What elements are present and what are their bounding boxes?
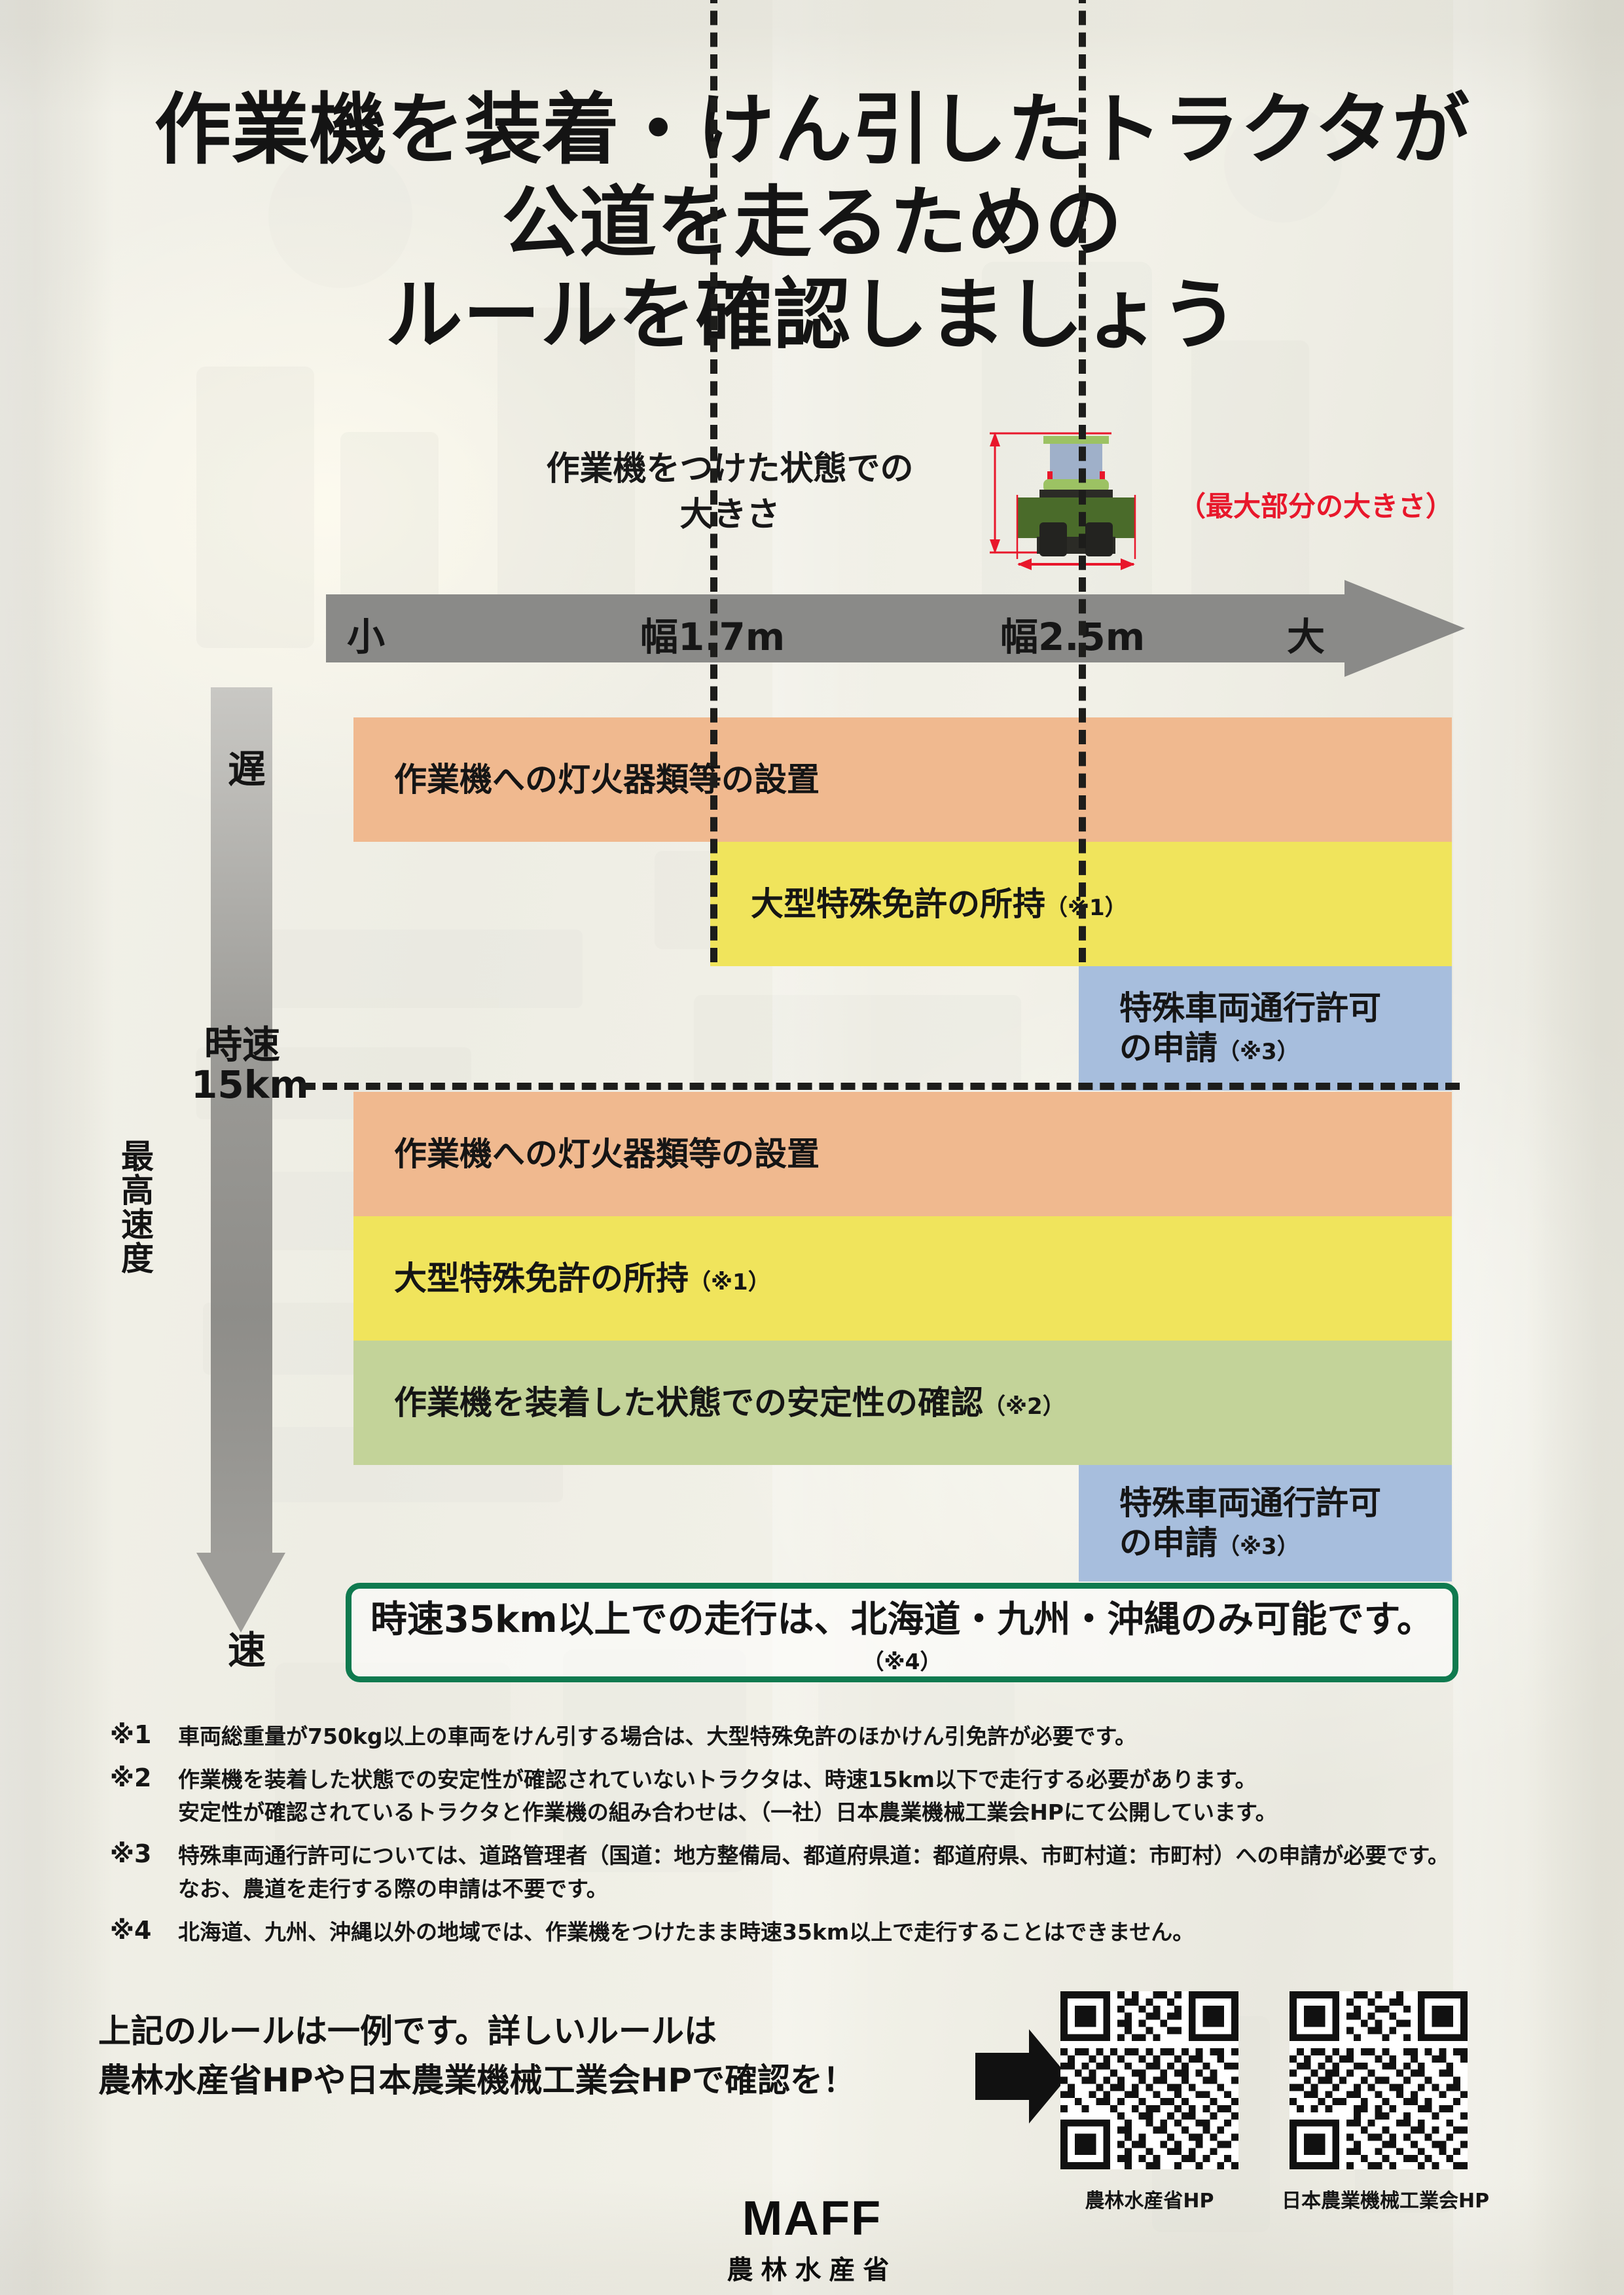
bar-lower-permit: 特殊車両通行許可 の申請（※3） [1079, 1465, 1452, 1581]
maff-logo: MAFF 農林水産省 [0, 2190, 1624, 2286]
cta-line-1: 上記のルールは一例です。詳しいルールは [98, 2012, 717, 2050]
bar-lower-stability: 作業機を装着した状態での安定性の確認（※2） [353, 1341, 1452, 1465]
maff-logo-en: MAFF [742, 2191, 882, 2245]
title-line-2: 公道を走るための [501, 177, 1123, 268]
footnote-3: ※3 特殊車両通行許可については、道路管理者（国道：地方整備局、都道府県道：都道… [110, 1839, 1537, 1905]
bar-lower-stability-label: 作業機を装着した状態での安定性の確認（※2） [394, 1383, 1065, 1422]
gridline-width-1700 [710, 0, 717, 962]
cta-text: 上記のルールは一例です。詳しいルールは 農林水産省HPや日本農業機械工業会HPで… [98, 2007, 962, 2105]
qr-code-jfmma-caption: 日本農業機械工業会HP [1282, 2190, 1490, 2213]
right-arrow-icon [975, 2029, 1068, 2123]
footnotes: ※1 車両総重量が750kg以上の車両をけん引する場合は、大型特殊免許のほかけん… [110, 1720, 1537, 1959]
footnote-2: ※2 作業機を装着した状態での安定性が確認されていないトラクタは、時速15km以… [110, 1763, 1537, 1829]
bar-upper-license-label: 大型特殊免許の所持（※1） [751, 884, 1127, 923]
qr-code-maff[interactable]: 農林水産省HP [1060, 1991, 1238, 2213]
title-line-1: 作業機を装着・けん引したトラクタが [154, 84, 1470, 175]
size-axis-caption: 作業機をつけた状態での 大きさ [546, 450, 914, 535]
footnote-4-body: 北海道、九州、沖縄以外の地域では、作業機をつけたまま時速35km以上で走行するこ… [178, 1919, 1195, 1945]
footnote-2-body: 作業機を装着した状態での安定性が確認されていないトラクタは、時速15km以下で走… [178, 1767, 1277, 1826]
size-axis-arrow: 小 幅1.7m 幅2.5m 大 [326, 580, 1465, 677]
page-title: 作業機を装着・けん引したトラクタが 公道を走るための ルールを確認しましょう [0, 84, 1624, 362]
bar-lower-license-label: 大型特殊免許の所持（※1） [394, 1259, 770, 1297]
footnote-2-marker: ※2 [110, 1763, 152, 1793]
callout-main-text: 時速35km以上での走行は、北海道・九州・沖縄のみ可能です。 [370, 1598, 1434, 1641]
paper-sheen-right [1453, 0, 1558, 2295]
footnote-1-marker: ※1 [110, 1720, 152, 1749]
speed-tick-fast: 速 [228, 1628, 266, 1672]
footnote-1: ※1 車両総重量が750kg以上の車両をけん引する場合は、大型特殊免許のほかけん… [110, 1720, 1537, 1753]
footnote-4-marker: ※4 [110, 1915, 152, 1945]
tractor-front-view-illustration [981, 424, 1190, 588]
speed-arrow-head-icon [196, 1553, 285, 1633]
footnote-4: ※4 北海道、九州、沖縄以外の地域では、作業機をつけたまま時速35km以上で走行… [110, 1916, 1537, 1949]
max-dimension-label: （最大部分の大きさ） [1178, 490, 1454, 522]
size-tick-2500: 幅2.5m [1000, 615, 1146, 659]
paper-sheen-left [0, 0, 85, 2295]
bar-lower-license-note: （※1） [689, 1269, 770, 1295]
size-arrow-head-icon [1344, 580, 1465, 677]
rules-matrix: 作業機への灯火器類等の設置 大型特殊免許の所持（※1） 特殊車両通行許可 の申請… [353, 717, 1452, 1581]
bar-upper-lighting-label: 作業機への灯火器類等の設置 [394, 760, 820, 799]
cta-line-2: 農林水産省HPや日本農業機械工業会HPで確認を！ [98, 2061, 856, 2099]
callout-note-ref: （※4） [862, 1648, 942, 1674]
gridline-speed-15km [301, 1083, 1460, 1090]
speed-axis-title: 最高速度 [116, 1139, 154, 1275]
bar-lower-license: 大型特殊免許の所持（※1） [353, 1216, 1452, 1341]
bar-lower-stability-note: （※2） [983, 1393, 1065, 1420]
bar-lower-permit-note: （※3） [1218, 1534, 1299, 1560]
qr-code-maff-image[interactable] [1060, 1991, 1238, 2169]
size-tick-large: 大 [1287, 615, 1326, 659]
qr-code-maff-caption: 農林水産省HP [1085, 2190, 1214, 2213]
bar-upper-permit: 特殊車両通行許可 の申請（※3） [1079, 966, 1452, 1091]
gridline-width-2500 [1079, 0, 1086, 962]
speed-tick-slow: 遅 [228, 747, 266, 791]
bar-upper-license-note: （※1） [1045, 894, 1127, 921]
size-tick-small: 小 [347, 615, 386, 659]
speed-axis-arrow [196, 687, 285, 1635]
bar-upper-permit-note: （※3） [1218, 1039, 1299, 1065]
qr-code-jfmma[interactable]: 日本農業機械工業会HP [1282, 1991, 1489, 2213]
footnote-1-body: 車両総重量が750kg以上の車両をけん引する場合は、大型特殊免許のほかけん引免許… [178, 1724, 1137, 1749]
size-arrow-shaft [326, 594, 1348, 662]
bar-upper-lighting: 作業機への灯火器類等の設置 [353, 717, 1452, 842]
footnote-3-body: 特殊車両通行許可については、道路管理者（国道：地方整備局、都道府県道：都道府県、… [178, 1843, 1450, 1902]
qr-code-jfmma-image[interactable] [1290, 1991, 1468, 2169]
maff-logo-jp: 農林水産省 [727, 2255, 897, 2285]
bar-lower-lighting-label: 作業機への灯火器類等の設置 [394, 1134, 820, 1173]
speed-35km-callout: 時速35km以上での走行は、北海道・九州・沖縄のみ可能です。 （※4） [346, 1583, 1458, 1682]
footnote-3-marker: ※3 [110, 1839, 152, 1869]
speed-arrow-shaft [211, 687, 272, 1558]
bar-lower-lighting: 作業機への灯火器類等の設置 [353, 1092, 1452, 1216]
speed-threshold-label: 時速 15km [191, 1022, 309, 1107]
title-line-3: ルールを確認しましょう [385, 270, 1239, 361]
bar-upper-permit-label: 特殊車両通行許可 の申請（※3） [1119, 989, 1381, 1067]
bar-lower-permit-label: 特殊車両通行許可 の申請（※3） [1119, 1484, 1381, 1562]
